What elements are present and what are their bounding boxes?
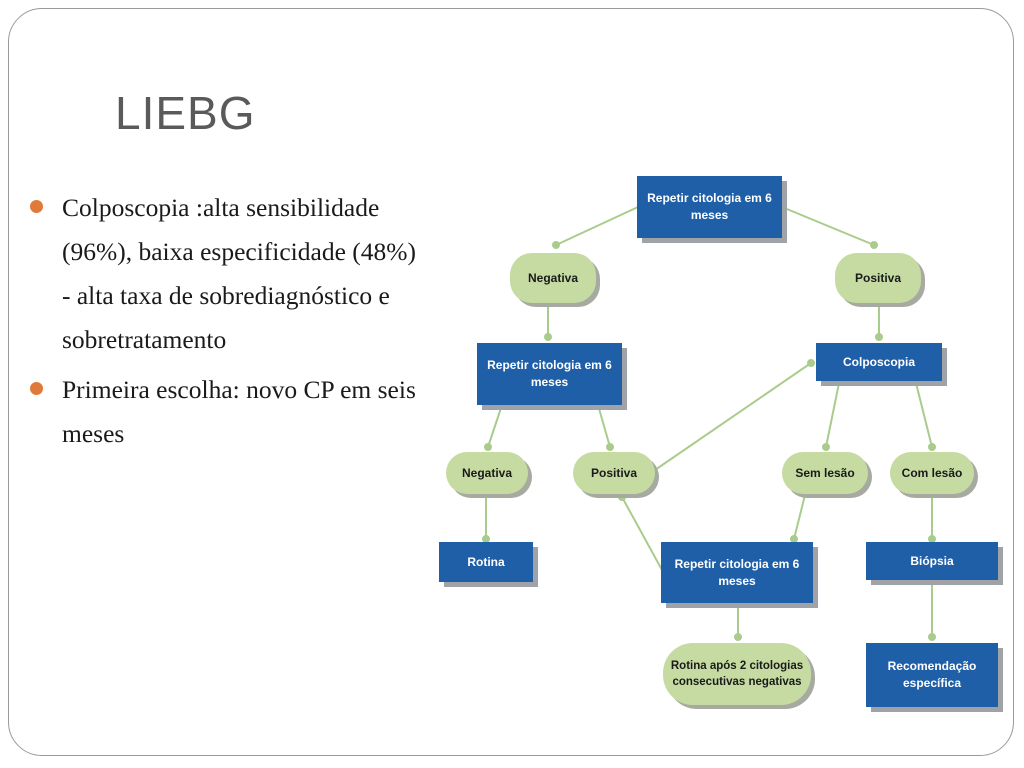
- positive-result-pill-2: Positiva: [573, 452, 655, 494]
- repeat-cytology-bottom-box: Repetir citologia em 6 meses: [661, 542, 813, 603]
- with-lesion-pill: Com lesão: [890, 452, 974, 494]
- connector: [597, 404, 611, 448]
- connector-lines: [482, 206, 936, 641]
- bullet-list: Colposcopia :alta sensibilidade (96%), b…: [30, 186, 430, 462]
- bullet-dot-icon: [30, 382, 43, 395]
- connector: [793, 494, 806, 540]
- positive-result-pill: Positiva: [835, 253, 921, 303]
- connector: [487, 404, 503, 448]
- routine-box: Rotina: [439, 542, 533, 582]
- connector: [621, 496, 663, 571]
- repeat-cytology-top-box: Repetir citologia em 6 meses: [637, 176, 782, 238]
- connector: [825, 382, 840, 448]
- routine-after-two-negatives-pill: Rotina após 2 citologias consecutivas ne…: [663, 643, 811, 705]
- bullet-text: Colposcopia :alta sensibilidade (96%), b…: [62, 193, 416, 354]
- negative-result-pill: Negativa: [510, 253, 596, 303]
- slide-title: LIEBG: [115, 87, 256, 139]
- colposcopy-box: Colposcopia: [816, 343, 942, 381]
- no-lesion-pill: Sem lesão: [782, 452, 868, 494]
- connector: [781, 206, 875, 246]
- connector: [654, 362, 812, 471]
- connector: [915, 382, 933, 448]
- negative-result-pill-2: Negativa: [446, 452, 528, 494]
- bullet-text: Primeira escolha: novo CP em seis meses: [62, 375, 416, 448]
- specific-recommendation-box: Recomendação específica: [866, 643, 998, 707]
- biopsy-box: Biópsia: [866, 542, 998, 580]
- bullet-item: Primeira escolha: novo CP em seis meses: [30, 368, 430, 456]
- bullet-dot-icon: [30, 200, 43, 213]
- bullet-item: Colposcopia :alta sensibilidade (96%), b…: [30, 186, 430, 362]
- connector: [555, 206, 639, 246]
- repeat-cytology-left-box: Repetir citologia em 6 meses: [477, 343, 622, 405]
